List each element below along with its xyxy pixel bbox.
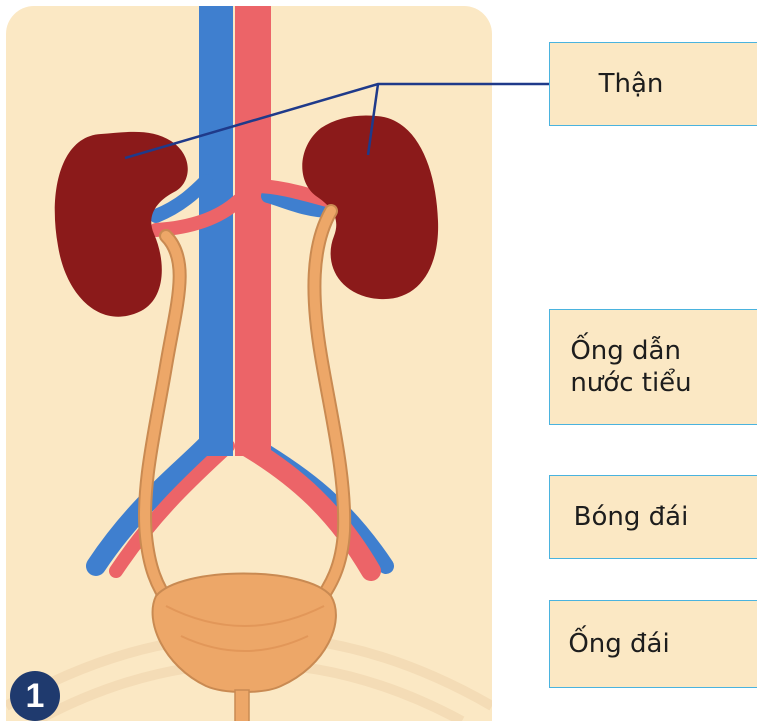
aorta	[235, 6, 271, 456]
label-bladder: Bóng đái	[574, 501, 689, 534]
label-box-bladder: Bóng đái	[549, 475, 757, 559]
right-iliac-artery	[246, 446, 371, 571]
label-box-urethra: Ống đái	[549, 600, 757, 688]
label-urethra: Ống đái	[568, 628, 669, 661]
label-kidney: Thận	[599, 68, 664, 101]
urethra	[235, 690, 249, 721]
urinary-system-drawing	[6, 6, 492, 721]
label-ureter: Ống dẫn nước tiểu	[570, 335, 691, 400]
vena-cava	[199, 6, 233, 456]
label-ureter-line-2: nước tiểu	[570, 367, 691, 400]
figure-number: 1	[26, 677, 45, 716]
label-box-ureter: Ống dẫn nước tiểu	[549, 309, 757, 425]
number-badge-icon: 1	[10, 671, 60, 721]
label-box-kidney: Thận	[549, 42, 757, 126]
urinary-system-illustration	[6, 6, 492, 721]
label-ureter-line-1: Ống dẫn	[570, 335, 691, 368]
